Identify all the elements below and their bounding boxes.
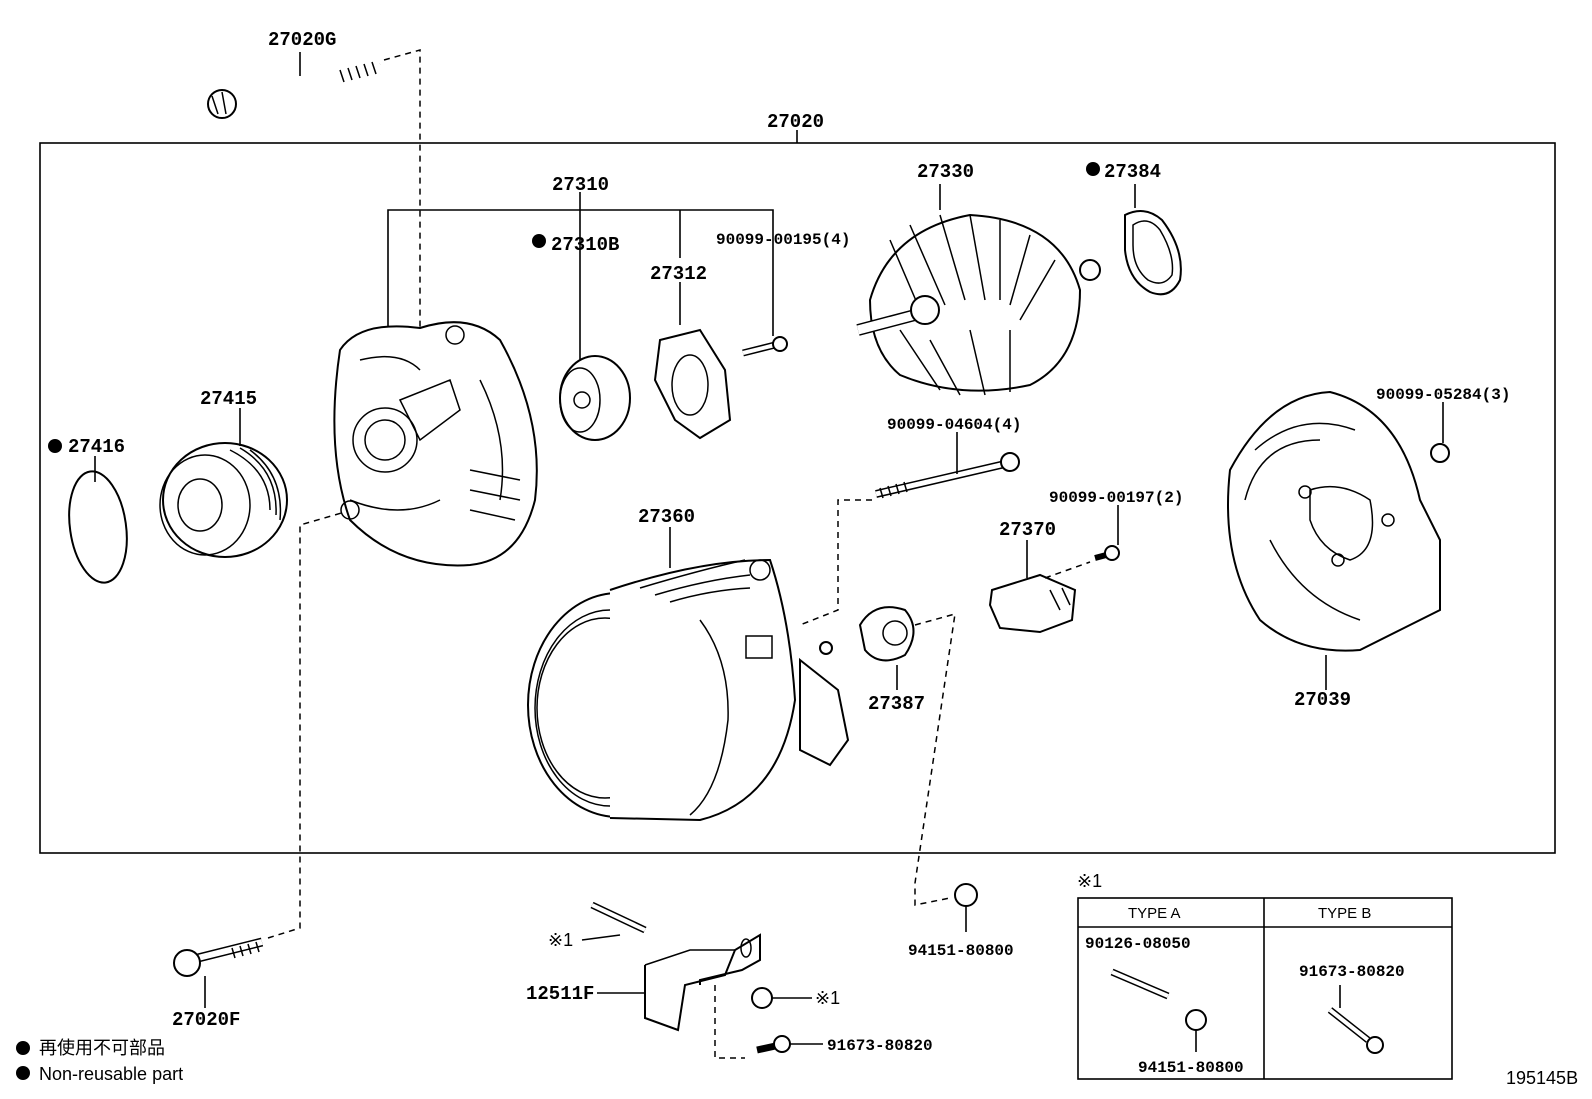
label-27360: 27360 — [638, 506, 695, 528]
label-27387: 27387 — [868, 693, 925, 715]
label-27039: 27039 — [1294, 689, 1351, 711]
label-27020f: 27020F — [172, 1009, 240, 1031]
label-27020g: 27020G — [268, 29, 336, 51]
bolt-27020f — [173, 937, 264, 977]
nut-94151-80800 — [954, 883, 978, 907]
legend-text-jp: 再使用不可部品 — [39, 1038, 165, 1058]
brush-holder-27370 — [988, 573, 1077, 634]
legend-dot-1 — [16, 1041, 30, 1055]
bolt-90099-04604 — [875, 452, 1020, 499]
nut-90099-05284 — [1430, 443, 1450, 463]
cap-27387 — [858, 606, 915, 662]
pulley-27415 — [159, 442, 288, 558]
label-27384: 27384 — [1104, 161, 1161, 183]
figure-id: 195145B — [1506, 1068, 1578, 1088]
label-27020: 27020 — [767, 111, 824, 133]
type-b-part1: 91673-80820 — [1299, 963, 1405, 981]
label-90099-04604: 90099-04604(4) — [887, 416, 1021, 434]
label-27370: 27370 — [999, 519, 1056, 541]
label-90099-00197: 90099-00197(2) — [1049, 489, 1183, 507]
label-12511f: 12511F — [526, 983, 594, 1005]
screw-90099-00197 — [1094, 545, 1120, 561]
seal-27384 — [1124, 210, 1182, 296]
bolt-91673-80820 — [756, 1035, 791, 1054]
type-b-header: TYPE B — [1318, 905, 1371, 922]
ring-27416 — [68, 470, 128, 584]
type-a-header: TYPE A — [1128, 905, 1181, 922]
label-27415: 27415 — [200, 388, 257, 410]
type-table — [1077, 897, 1453, 1080]
rectifier-end-frame-27360 — [527, 558, 850, 822]
screw-90099-00195 — [742, 336, 788, 357]
label-90099-00195: 90099-00195(4) — [716, 231, 850, 249]
rotor-27330 — [856, 213, 1101, 396]
bracket-12511f — [644, 933, 761, 1032]
label-note1-stud: ※1 — [548, 930, 573, 950]
type-a-part2: 94151-80800 — [1138, 1059, 1244, 1077]
bolt-27020g — [207, 61, 381, 119]
stud-note1 — [590, 901, 647, 934]
label-27330: 27330 — [917, 161, 974, 183]
bearing-27310b — [559, 355, 631, 441]
nut-note1 — [751, 987, 773, 1009]
label-27312: 27312 — [650, 263, 707, 285]
label-27310: 27310 — [552, 174, 609, 196]
legend-dot-2 — [16, 1066, 30, 1080]
label-27310b: 27310B — [551, 234, 619, 256]
rear-cover-27039 — [1227, 390, 1441, 652]
label-27416: 27416 — [68, 436, 125, 458]
label-91673-80820: 91673-80820 — [827, 1037, 933, 1055]
table-note-mark: ※1 — [1077, 871, 1102, 891]
type-a-part1: 90126-08050 — [1085, 935, 1191, 953]
label-90099-05284: 90099-05284(3) — [1376, 386, 1510, 404]
label-94151-80800: 94151-80800 — [908, 942, 1014, 960]
retainer-plate-27312 — [653, 328, 732, 440]
legend-text-en: Non-reusable part — [39, 1064, 183, 1084]
label-note1-nut: ※1 — [815, 988, 840, 1008]
drive-end-frame — [333, 321, 538, 567]
